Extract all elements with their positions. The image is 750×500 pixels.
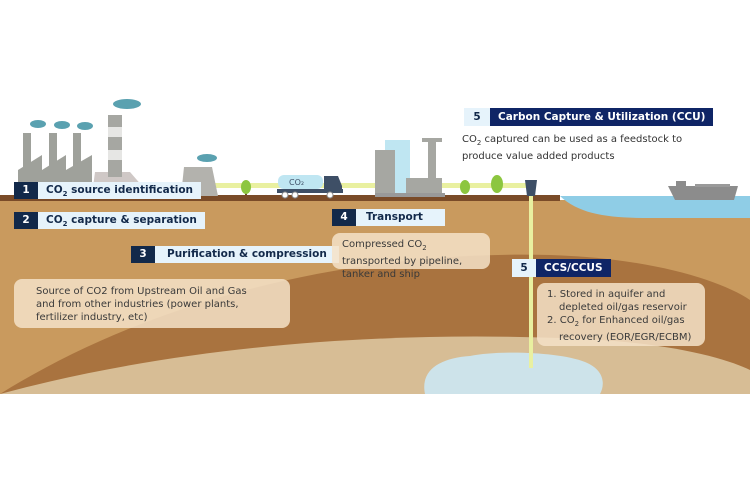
step-5-ccu-tag: 5 Carbon Capture & Utilization (CCU) [464,108,714,126]
step-label: CO2 source identification [38,182,202,199]
step-number: 3 [131,246,155,263]
step-3-tag: 3 Purification & compression [131,246,339,263]
step-number: 2 [14,212,38,229]
text-part: transported by pipeline, tanker and ship [342,256,463,280]
injection-well [529,188,533,368]
subscript: 2 [422,244,427,252]
label-part: CO [46,184,63,196]
label-part: CO [46,214,63,226]
step-label: Carbon Capture & Utilization (CCU) [490,108,714,126]
ccs-item-1: 1. Stored in aquifer and depleted oil/ga… [547,289,687,313]
sea [560,196,750,218]
step-4-tag: 4 Transport [332,209,445,226]
tree-icon [460,180,470,194]
text-part: CO [559,315,575,326]
ccu-description: CO2 captured can be used as a feedstock … [462,133,692,163]
step-label: Purification & compression [155,246,339,263]
step-number: 4 [332,209,356,226]
subscript: 2 [476,139,482,147]
transport-note: Compressed CO2 transported by pipeline, … [332,233,490,280]
ship-icon [668,181,738,200]
step-number: 5 [512,259,536,277]
ccs-note: 1. Stored in aquifer and depleted oil/ga… [537,283,705,346]
text-part: 2. [547,315,560,326]
truck-icon: CO₂ [277,175,343,199]
source-note: Source of CO2 from Upstream Oil and Gas … [14,279,290,328]
step-number: 5 [464,108,490,126]
ground-line [0,195,560,201]
step-1-tag: 1 CO2 source identification [14,182,202,199]
tree-icon [241,180,251,194]
label-part: source identification [67,184,194,196]
tree-icon [491,175,503,193]
step-5-ccs-tag: 5 CCS/CCUS [512,259,611,277]
utilization-plant-icon [375,138,445,197]
text-part: Compressed CO [342,239,423,250]
step-label: CCS/CCUS [536,259,611,277]
subscript: 2 [574,320,580,328]
label-part: capture & separation [67,214,197,226]
step-label: Transport [356,209,445,226]
step-2-tag: 2 CO2 capture & separation [14,212,205,229]
wellhead-icon [525,180,537,196]
step-number: 1 [14,182,38,199]
text-part: captured can be used as a feedstock to p… [462,134,683,162]
text-part: for Enhanced oil/gas recovery (EOR/EGR/E… [559,315,692,343]
step-label: CO2 capture & separation [38,212,205,229]
text-part: CO [462,134,477,145]
subscript: 2 [62,220,68,229]
subscript: 2 [62,190,68,199]
reservoir-icon [424,352,603,394]
ccs-item-2: 2. CO2 for Enhanced oil/gas recovery (EO… [547,314,695,344]
truck-label: CO₂ [289,178,304,187]
